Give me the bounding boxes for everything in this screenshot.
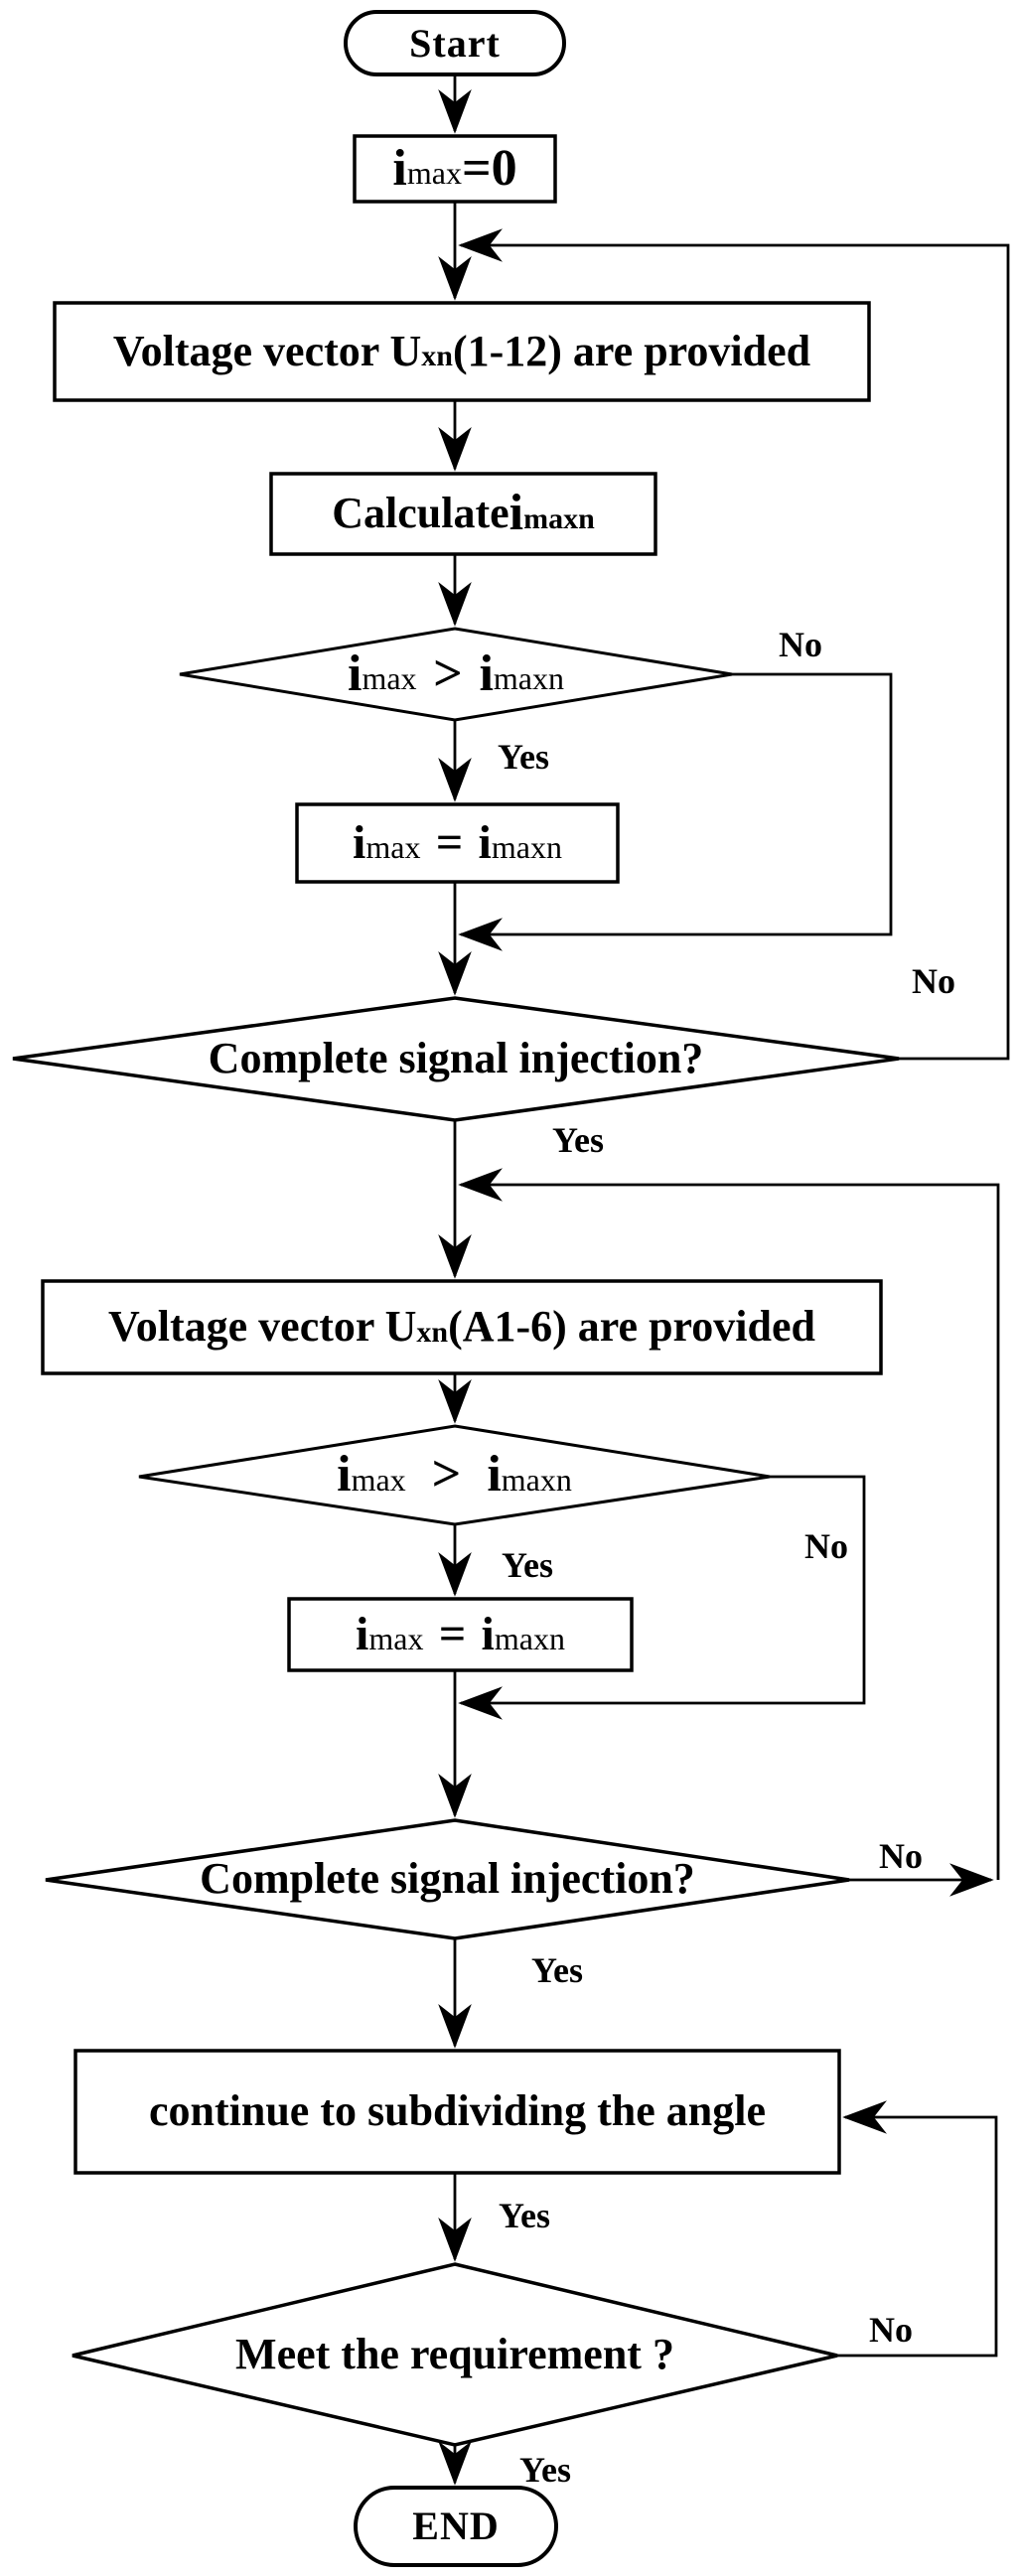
provide-1-12-process-shape (53, 301, 871, 402)
flow-arrow-compare1-no-bypass (458, 672, 893, 951)
branch-label-yes-4: Yes (531, 1950, 583, 1990)
branch-label-yes-6: Yes (519, 2450, 571, 2490)
subdivide-process-label: continue to subdividing the angle (148, 2086, 767, 2136)
flow-arrow-compare2-no-bypass (458, 1475, 866, 1720)
flow-arrow-meet-no-loop (837, 2100, 998, 2358)
complete-injection-decision-1-label: Complete signal injection? (208, 1034, 704, 1083)
branch-label-no-5: No (869, 2310, 913, 2350)
end-terminal-shape (354, 2486, 558, 2567)
complete-injection-decision-2-label: Complete signal injection? (200, 1854, 695, 1904)
flow-arrow-loop1-no-return (458, 228, 1010, 1061)
branch-label-no-4: No (879, 1836, 923, 1876)
provide-a1-6-process-shape (41, 1279, 883, 1375)
branch-label-no-2: No (912, 961, 955, 1001)
assign-process-2-shape (287, 1597, 634, 1672)
calculate-process-shape (269, 472, 657, 556)
end-terminal-label: END (412, 2504, 500, 2548)
branch-label-no-3: No (804, 1526, 848, 1566)
start-terminal-label: Start (409, 20, 501, 66)
flow-arrow-loop2-no-return (458, 1168, 1000, 1880)
branch-label-yes-1: Yes (498, 737, 549, 777)
branch-label-yes-5: Yes (499, 2196, 550, 2235)
branch-label-yes-3: Yes (502, 1545, 553, 1585)
branch-label-no-1: No (779, 625, 822, 664)
assign-process-1-shape (295, 802, 620, 884)
subdivide-process-shape (73, 2049, 841, 2175)
meet-requirement-decision-label: Meet the requirement ? (235, 2329, 674, 2378)
branch-label-yes-2: Yes (552, 1120, 604, 1160)
